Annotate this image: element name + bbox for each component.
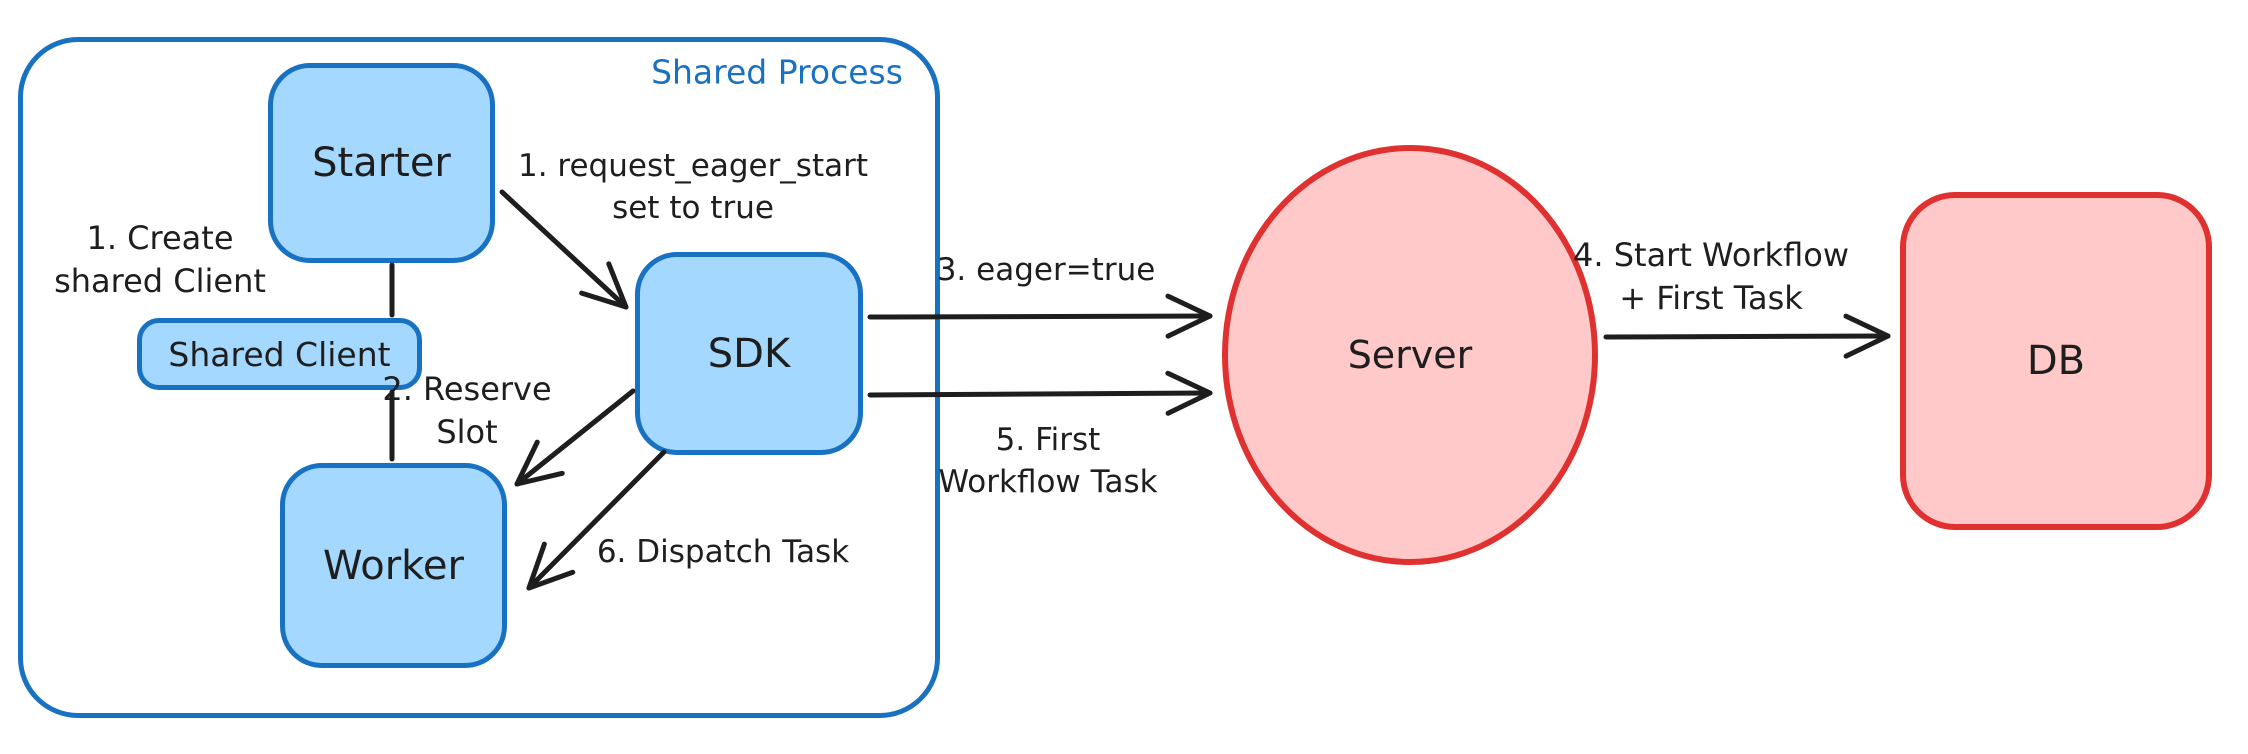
shared-process-label: Shared Process <box>651 52 903 92</box>
annotation-eager-true: 3. eager=true <box>937 250 1156 292</box>
node-starter: Starter <box>268 63 495 263</box>
annotation-request-eager-start: 1. request_eager_start set to true <box>518 146 868 230</box>
node-db: DB <box>1900 192 2212 530</box>
node-sdk-label: SDK <box>707 330 791 377</box>
annotation-create-shared-client: 1. Create shared Client <box>54 217 266 303</box>
annotation-line: 3. eager=true <box>936 252 1156 289</box>
annotation-line: + First Task <box>1619 279 1803 317</box>
annotation-line: 1. request_eager_start <box>517 148 869 185</box>
node-shared-client-label: Shared Client <box>168 334 391 374</box>
node-sdk: SDK <box>635 252 863 455</box>
annotation-line: 1. Create <box>86 218 234 257</box>
node-server-label: Server <box>1347 333 1473 377</box>
node-db-label: DB <box>2026 338 2086 384</box>
annotation-line: set to true <box>612 190 774 226</box>
node-shared-client: Shared Client <box>137 318 422 390</box>
node-starter-label: Starter <box>312 140 451 186</box>
annotation-line: 6. Dispatch Task <box>596 534 850 571</box>
annotation-line: Workflow Task <box>938 464 1158 500</box>
annotation-dispatch-task: 6. Dispatch Task <box>597 532 849 574</box>
annotation-start-workflow-first-task: 4. Start Workflow + First Task <box>1573 234 1849 320</box>
annotation-line: 2. Reserve <box>382 369 552 408</box>
node-worker-label: Worker <box>323 542 464 589</box>
annotation-line: 5. First <box>995 422 1101 459</box>
node-server: Server <box>1222 145 1598 565</box>
shared-process-container <box>18 37 940 718</box>
annotation-reserve-slot: 2. Reserve Slot <box>382 368 551 454</box>
annotation-line: Slot <box>436 413 498 451</box>
node-worker: Worker <box>280 463 507 668</box>
annotation-line: shared Client <box>54 262 266 300</box>
annotation-line: 4. Start Workflow <box>1573 235 1849 274</box>
arrow-server-to-db <box>1603 313 1891 359</box>
annotation-first-workflow-task: 5. First Workflow Task <box>938 420 1157 504</box>
